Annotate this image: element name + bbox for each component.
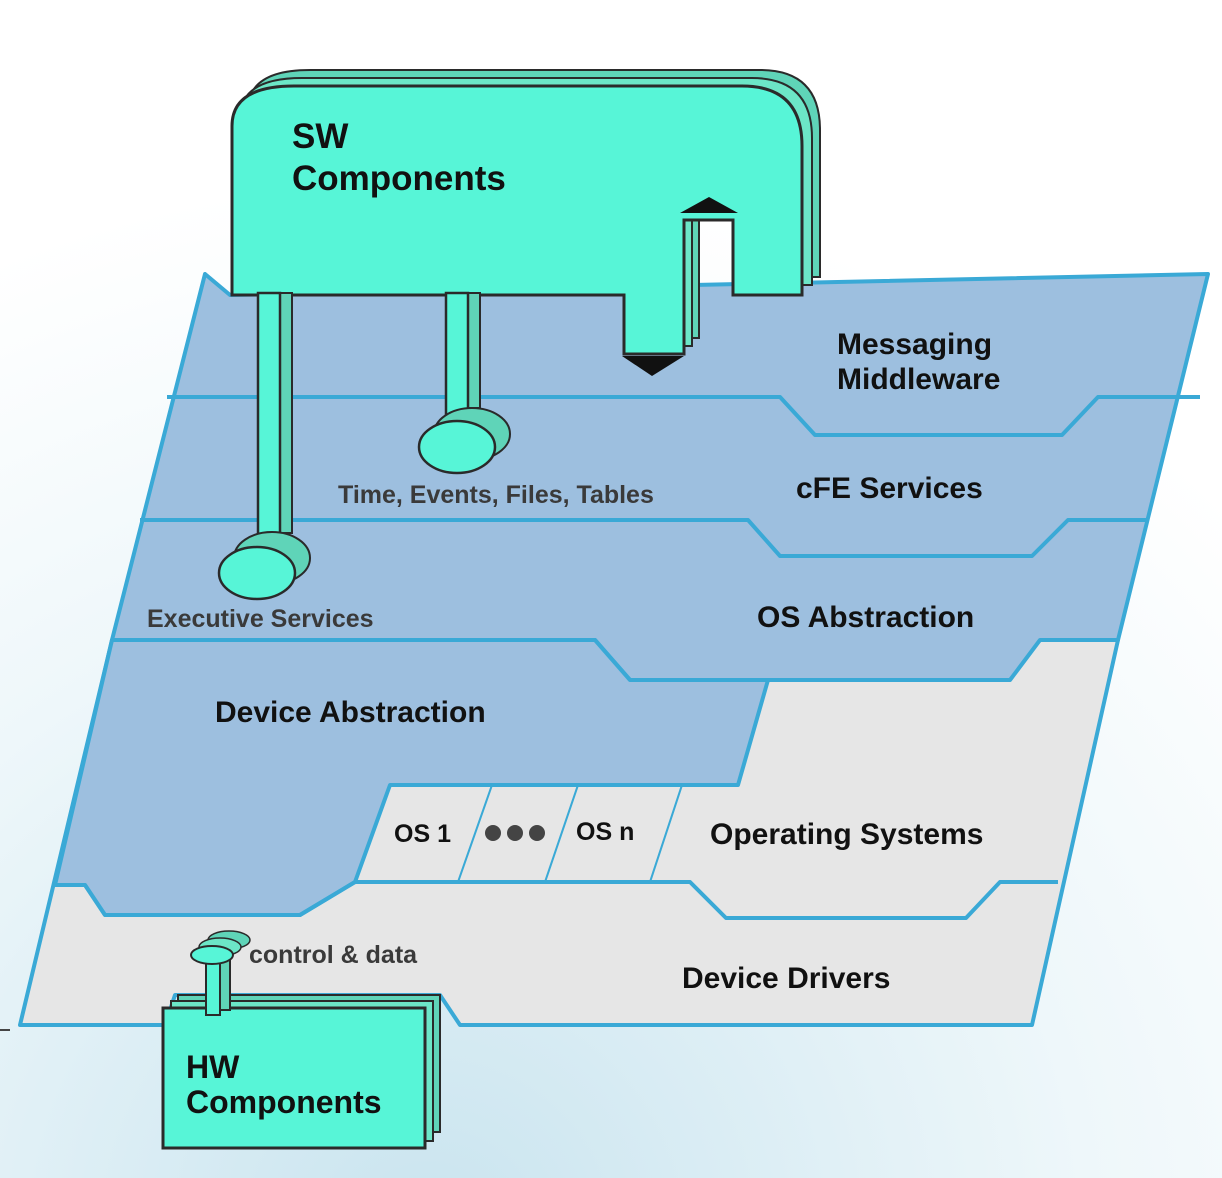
separator-da-drivers <box>55 880 357 917</box>
arrow-up-icon <box>680 197 738 213</box>
arrow-down-icon <box>622 356 684 376</box>
hw-components-label-line1: HW <box>186 1049 240 1085</box>
os-1-label: OS 1 <box>394 820 451 848</box>
sw-components-box <box>230 84 804 356</box>
hw-components-label-line2: Components <box>186 1084 382 1120</box>
layer-device-abstraction-label: Device Abstraction <box>215 696 486 729</box>
pin-stem-services <box>444 291 470 423</box>
time-events-label: Time, Events, Files, Tables <box>338 481 654 509</box>
sw-components-label-line2: Components <box>292 159 506 198</box>
hw-pin-head <box>190 945 234 965</box>
pin-head-services <box>417 419 497 475</box>
os-ellipsis-dot <box>529 825 545 841</box>
os-divider-1 <box>457 784 493 883</box>
pin-head-executive <box>217 545 297 601</box>
separator-messaging-cfe <box>167 395 1200 437</box>
os-n-label: OS n <box>576 818 634 846</box>
hw-components-box <box>161 1006 427 1150</box>
os-divider-3 <box>649 784 683 883</box>
separator-cfe-osal <box>140 518 1148 558</box>
sw-components-label-line1: SW <box>292 117 348 156</box>
layer-device-drivers-label: Device Drivers <box>682 962 890 995</box>
layer-operating-systems-label: Operating Systems <box>710 818 983 851</box>
os-ellipsis-dot <box>485 825 501 841</box>
layer-messaging-label-line1: Messaging <box>837 328 992 361</box>
layer-cfe-services-label: cFE Services <box>796 472 983 505</box>
separator-os-drivers <box>355 880 1058 920</box>
layer-messaging-label-line2: Middleware <box>837 363 1000 396</box>
os-ellipsis-dot <box>507 825 523 841</box>
os-divider-2 <box>544 784 579 883</box>
layer-os-abstraction-label: OS Abstraction <box>757 601 974 634</box>
pin-stem-executive <box>256 291 282 549</box>
control-data-label: control & data <box>249 941 418 969</box>
executive-services-label: Executive Services <box>147 605 374 633</box>
